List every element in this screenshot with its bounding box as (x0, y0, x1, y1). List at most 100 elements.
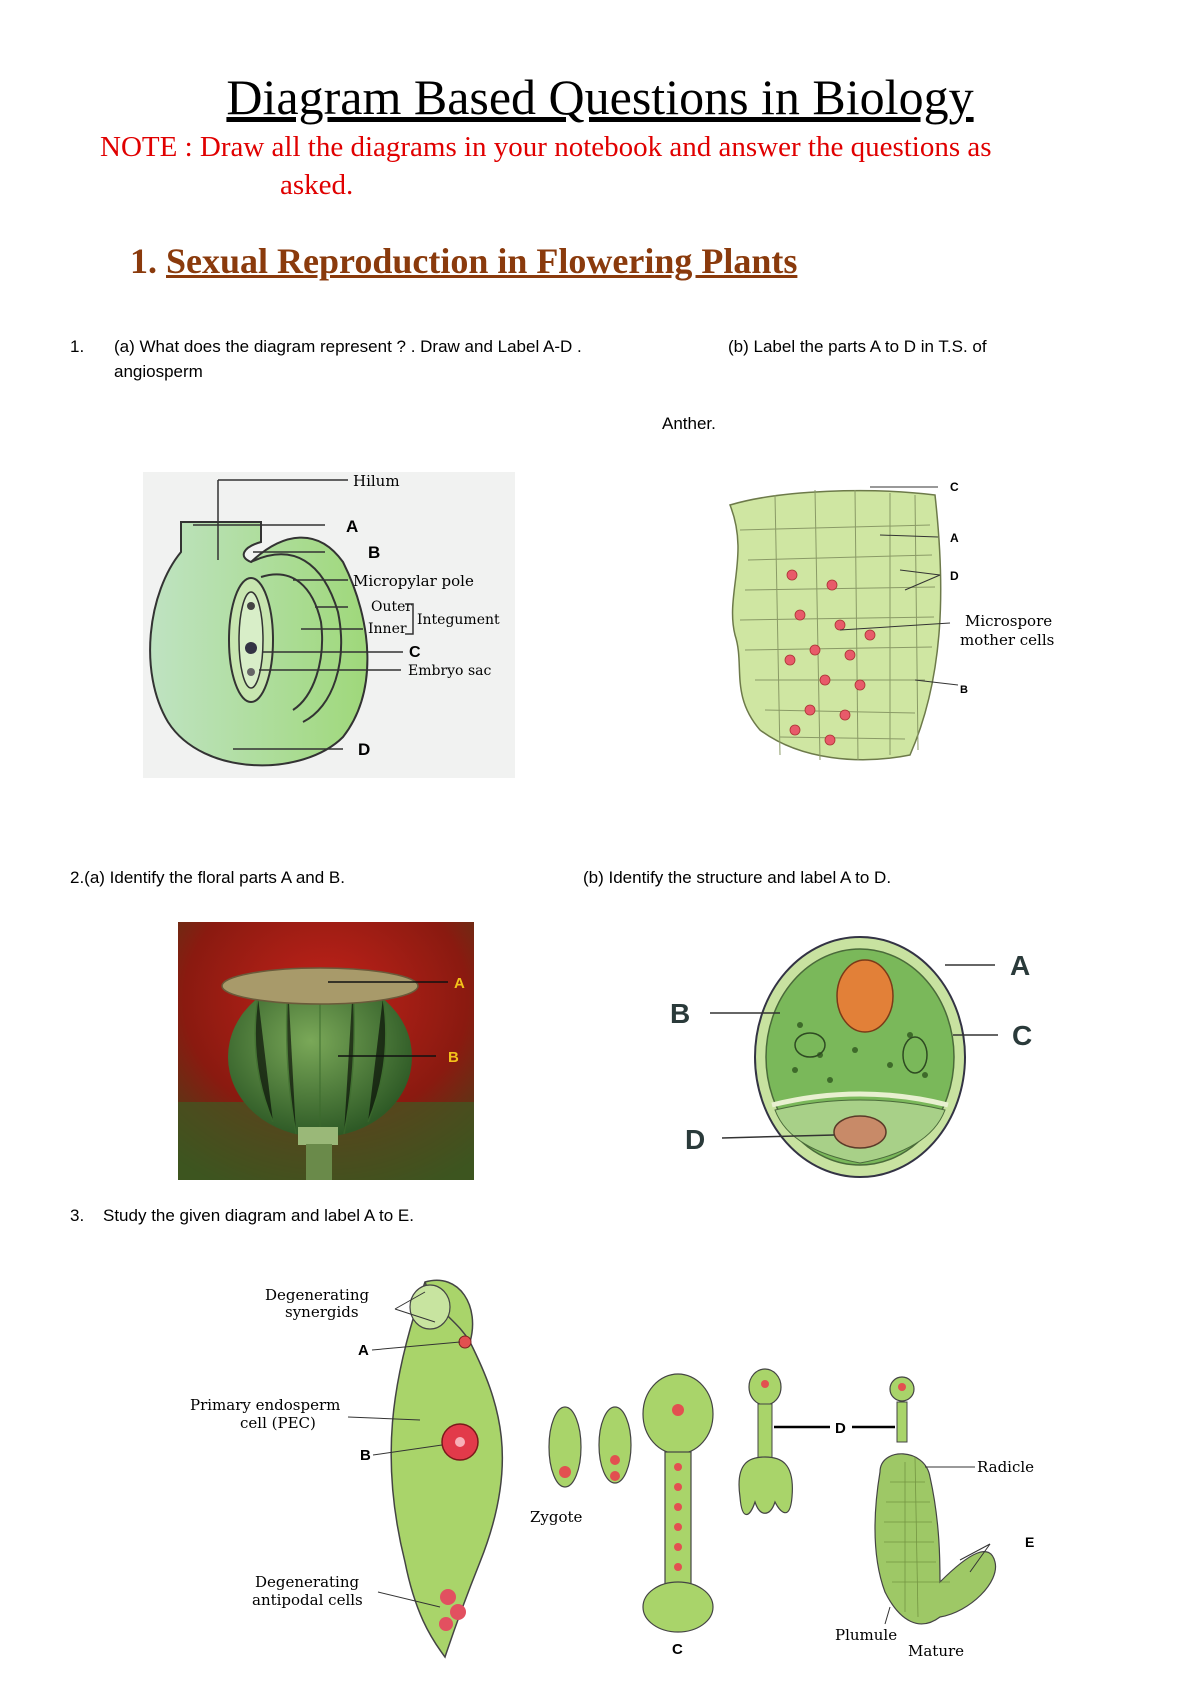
vegetative-nucleus (836, 959, 894, 1033)
pod-ribs (254, 982, 387, 1137)
vacuole-2 (902, 1036, 928, 1074)
label-d: D (358, 740, 370, 759)
label-a: A (454, 975, 465, 992)
label-mature: Mature (908, 1642, 964, 1660)
label-e: E (1025, 1534, 1034, 1550)
label-deg-ant-2: antipodal cells (252, 1591, 363, 1609)
q1-anther: Anther. (662, 414, 716, 433)
pointer-synergid-1 (394, 1291, 426, 1310)
zygote-nucleus (458, 1335, 472, 1349)
label-d: D (685, 1124, 705, 1155)
proembryo-nucleus (672, 1404, 684, 1416)
heart-stage-embryo (738, 1456, 793, 1516)
pointer-synergid-2 (394, 1308, 436, 1323)
section-number: 1. (130, 241, 157, 281)
pointer-antipodal (377, 1591, 441, 1608)
note: NOTE : Draw all the diagrams in your not… (100, 128, 1120, 204)
zygote-stage-2 (598, 1406, 632, 1484)
synergid (409, 1284, 451, 1330)
embryo-sac-shape (238, 591, 264, 689)
receptacle (298, 1127, 338, 1145)
zygote-stage-1-nucleus (559, 1466, 571, 1478)
mature-embryo-texture (884, 1456, 950, 1618)
label-microspore-2: mother cells (960, 631, 1054, 649)
pointer-e-1 (959, 1543, 991, 1561)
q1-text-b: (b) Label the parts A to D in T.S. of (728, 337, 987, 356)
pointer-e-2 (969, 1543, 991, 1573)
zygote-stage-1 (548, 1406, 582, 1488)
label-pec-2: cell (PEC) (240, 1414, 316, 1432)
label-d: D (950, 569, 959, 583)
suspensor-base (642, 1581, 714, 1633)
label-d: D (835, 1420, 846, 1437)
q1-number: 1. (70, 337, 85, 356)
antipodal-1 (440, 1589, 456, 1605)
pointer-a (371, 1341, 461, 1351)
label-embryo-sac: Embryo sac (408, 663, 491, 679)
pointer-d-2 (904, 574, 941, 591)
q2-text-a: 2.(a) Identify the floral parts A and B. (70, 868, 345, 887)
egg-cell (247, 602, 255, 610)
label-deg-ant-1: Degenerating (255, 1573, 360, 1591)
label-b: B (368, 543, 380, 562)
label-c: C (1012, 1020, 1032, 1051)
anther-cell-grid (739, 489, 936, 761)
label-a: A (346, 517, 358, 536)
label-a: A (1010, 950, 1030, 981)
embryo-development-diagram: Degenerating synergids A Primary endospe… (190, 1279, 1034, 1660)
label-c: C (409, 644, 421, 661)
label-c: C (950, 480, 959, 494)
page-title: Diagram Based Questions in Biology (226, 69, 974, 125)
label-inner: Inner (368, 621, 407, 637)
note-line-1: NOTE : Draw all the diagrams in your not… (100, 131, 992, 163)
label-radicle: Radicle (977, 1458, 1034, 1476)
integument-bracket (405, 603, 414, 635)
label-b: B (960, 684, 968, 696)
fruit-photo: A B (178, 922, 474, 1180)
pointer-microspore (839, 622, 951, 631)
pointer-b (372, 1444, 443, 1456)
pointer-a (879, 534, 939, 538)
zygote-stage-2-nucleus-2 (610, 1471, 620, 1481)
label-c: C (672, 1641, 683, 1658)
q3-number: 3. (70, 1206, 85, 1225)
q3-text: Study the given diagram and label A to E… (103, 1206, 414, 1225)
section-title: Sexual Reproduction in Flowering Plants (166, 241, 798, 281)
suspensor-nuclei (674, 1463, 682, 1571)
pointer-plumule (884, 1606, 891, 1625)
vacuole-1 (794, 1032, 826, 1058)
pointer-b (914, 679, 959, 686)
generative-boundary (771, 1091, 949, 1108)
microspore-mother-cells (784, 569, 876, 746)
q2-text-b: (b) Identify the structure and label A t… (583, 868, 892, 887)
pec-nucleolus (455, 1437, 465, 1447)
label-deg-syn-2: synergids (285, 1303, 359, 1321)
pointer-d-1 (899, 569, 941, 576)
label-b: B (448, 1049, 459, 1066)
mature-embryo (874, 1453, 997, 1625)
label-b: B (670, 998, 690, 1029)
q1-line-2: angiosperm (114, 362, 203, 381)
pointer-pec (347, 1416, 421, 1421)
mature-suspensor (896, 1401, 908, 1443)
heart-stage-suspensor (757, 1403, 773, 1460)
label-micropylar: Micropylar pole (353, 572, 474, 590)
label-hilum: Hilum (353, 472, 400, 490)
ovule-diagram: Hilum A B Micropylar pole Outer Inner In… (143, 472, 515, 778)
stalk (306, 1144, 332, 1180)
label-a: A (950, 531, 959, 545)
zygote-stage-2-nucleus-1 (610, 1455, 620, 1465)
label-zygote: Zygote (530, 1508, 583, 1526)
generative-nucleus (833, 1115, 887, 1149)
label-pec-1: Primary endosperm (190, 1396, 340, 1414)
pointer-d (721, 1134, 835, 1139)
stigmatic-disc (221, 967, 419, 1005)
label-a: A (358, 1342, 369, 1359)
label-integument: Integument (417, 612, 500, 628)
antipodal-cell (247, 668, 255, 676)
section-heading: 1. Sexual Reproduction in Flowering Plan… (130, 240, 797, 282)
anther-diagram: C A D Microspore mother cells B (728, 480, 1054, 761)
pollen-diagram: A B C D (670, 936, 1032, 1178)
label-b: B (360, 1447, 371, 1464)
antipodal-2 (450, 1604, 466, 1620)
